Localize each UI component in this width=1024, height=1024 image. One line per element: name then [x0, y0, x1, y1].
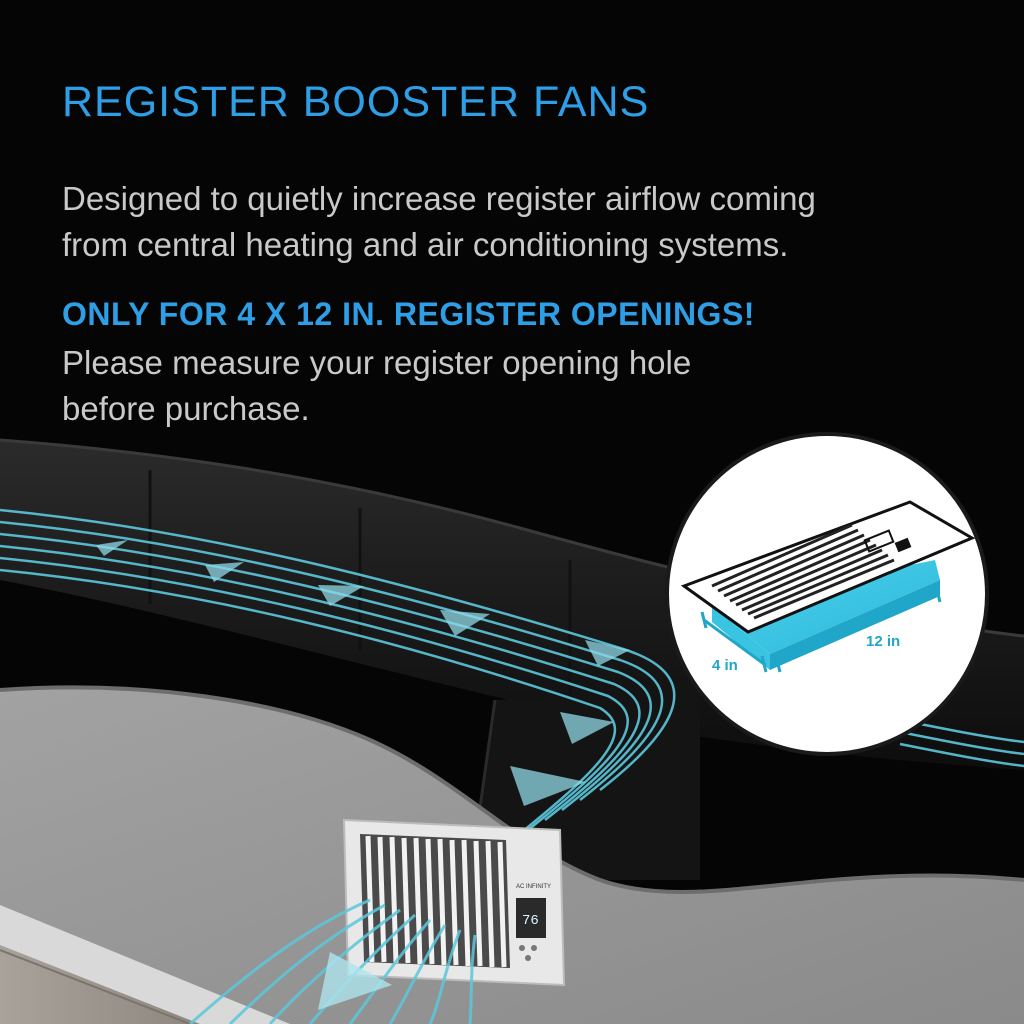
- size-warning: ONLY FOR 4 X 12 IN. REGISTER OPENINGS!: [62, 296, 755, 332]
- description-line-2: from central heating and air conditionin…: [62, 226, 789, 263]
- headline: REGISTER BOOSTER FANS: [62, 78, 650, 126]
- measure-note: Please measure your register opening hol…: [62, 340, 822, 432]
- width-dimension-label: 4 in: [712, 657, 738, 674]
- length-dimension-label: 12 in: [866, 633, 900, 650]
- register-fan-diagram-icon: [665, 432, 989, 756]
- measure-note-line-1: Please measure your register opening hol…: [62, 344, 692, 381]
- device-display-value: 76: [522, 913, 539, 929]
- description: Designed to quietly increase register ai…: [62, 176, 982, 268]
- register-booster-fan: [342, 818, 566, 987]
- airflow-arrow-icon: [318, 952, 392, 1010]
- measure-note-line-2: before purchase.: [62, 390, 310, 427]
- floor: [0, 905, 290, 1024]
- device-brand-label: AC INFINITY: [516, 884, 551, 890]
- airflow-arrow-icon: [96, 540, 630, 806]
- description-line-1: Designed to quietly increase register ai…: [62, 180, 816, 217]
